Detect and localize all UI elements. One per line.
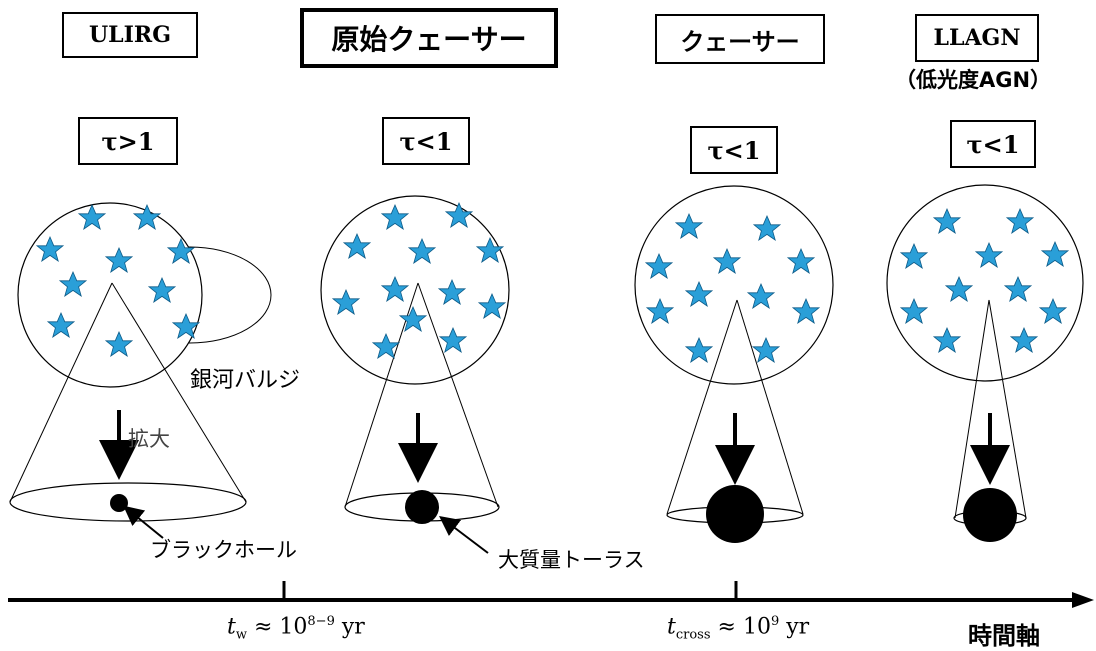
galaxy-bulge [17,202,203,388]
stage-label-primordial-quasar: 原始クェーサー [300,8,558,68]
cone-base-ellipse [9,482,247,522]
stage-ulirg-graphic [9,202,272,539]
stage-quasar-graphic [634,185,834,543]
galaxy-bulge [634,185,834,385]
tau-box-ulirg: τ>1 [78,117,178,165]
tcross-exponent: 9 [770,614,780,629]
tw-unit: yr [341,614,365,640]
black-hole-label: ブラックホール [150,538,297,562]
stage-label-text: クェーサー [680,27,800,56]
cone-edge [988,299,1027,519]
time-axis-label: 時間軸 [968,622,1040,650]
tau-text: τ<1 [966,129,1020,159]
stage-label-llagn: LLAGN [915,14,1039,62]
black-hole [963,488,1017,542]
time-axis-arrowhead-icon [1072,592,1094,608]
tw-subscript: w [235,627,247,643]
tw-approx: ≈ 10 [253,614,308,640]
tau-box-llagn: τ<1 [950,120,1036,168]
stage-llagn-graphic [886,184,1084,542]
tw-exponent: 8−9 [307,614,335,629]
black-hole [706,485,764,543]
cone-edge [9,282,113,503]
black-hole [405,490,439,524]
stage-label-text: ULIRG [88,22,172,48]
tau-text: τ>1 [101,126,155,156]
expand-label: 拡大 [128,427,170,451]
stage-label-ulirg: ULIRG [62,12,198,58]
tau-text: τ<1 [399,126,453,156]
cone-edge [736,299,804,515]
stage-label-text: LLAGN [933,25,1021,51]
tau-text: τ<1 [707,135,761,165]
cone-edge [417,282,499,508]
stage-label-text: 原始クェーサー [331,23,527,56]
bh-pointer-arrow [123,505,164,539]
galaxy-bulge [320,195,510,385]
stage-primordial-quasar-graphic [320,195,510,554]
torus-pointer-arrow [439,515,489,554]
tw-label: tw ≈ 108−9 yr [227,614,365,643]
galaxy-bulge-label: 銀河バルジ [190,368,301,393]
tcross-approx: ≈ 10 [717,614,771,640]
tcross-label: tcross ≈ 109 yr [667,614,809,643]
tw-symbol: t [227,614,236,640]
torus-label: 大質量トーラス [498,548,645,572]
cone-edge [111,282,247,503]
tau-box-quasar: τ<1 [690,126,778,174]
cone-edge [666,299,738,515]
tcross-unit: yr [786,614,810,640]
stage-label-quasar: クェーサー [655,14,825,64]
time-axis [8,581,1094,608]
stage-sublabel-llagn: （低光度AGN） [895,68,1052,92]
tcross-symbol: t [667,614,676,640]
cone-edge [954,299,990,519]
tcross-subscript: cross [675,627,711,643]
black-hole [110,494,128,512]
tau-box-primordial-quasar: τ<1 [382,117,470,165]
galaxy-bulge [886,184,1084,382]
